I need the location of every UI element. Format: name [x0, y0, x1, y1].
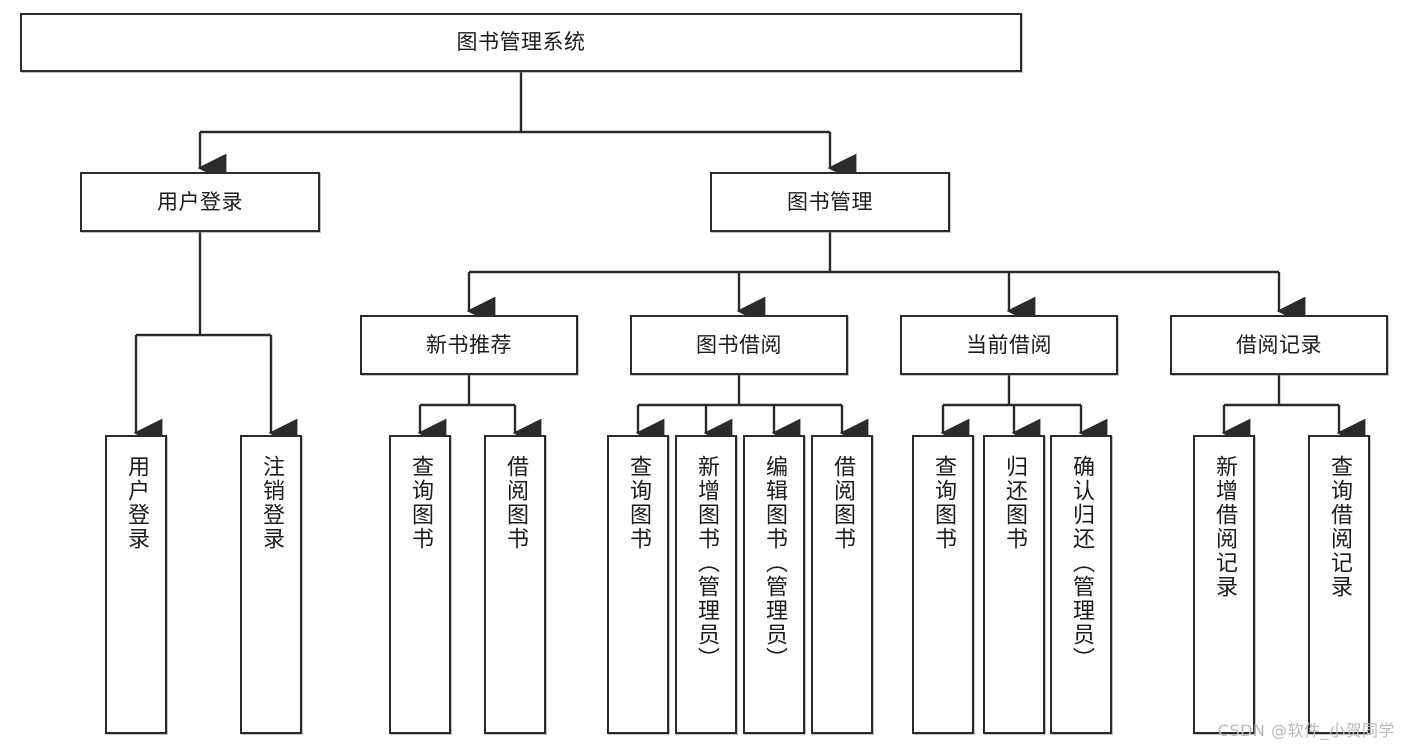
node-query-book-1-label: 查询图书: [407, 455, 433, 551]
node-newbook-label: 新书推荐: [426, 332, 512, 357]
node-confirm-return[interactable]: 确认归还（管理员）: [1050, 435, 1112, 734]
node-query-book-3[interactable]: 查询图书: [912, 435, 974, 734]
node-login-label: 用户登录: [157, 189, 243, 214]
node-borrow-book-1-label: 借阅图书: [502, 455, 528, 551]
node-add-record[interactable]: 新增借阅记录: [1193, 435, 1255, 734]
node-current[interactable]: 当前借阅: [900, 315, 1118, 375]
node-records-label: 借阅记录: [1236, 332, 1322, 357]
node-root-label: 图书管理系统: [456, 30, 586, 55]
node-borrow-book-2-label: 借阅图书: [829, 455, 855, 551]
node-add-book-label: 新增图书（管理员）: [693, 455, 719, 671]
node-query-book-2-label: 查询图书: [625, 455, 651, 551]
node-query-book-3-label: 查询图书: [930, 455, 956, 551]
node-borrow-book-1[interactable]: 借阅图书: [484, 435, 546, 734]
node-user-logout[interactable]: 注销登录: [240, 435, 302, 734]
node-query-book-2[interactable]: 查询图书: [607, 435, 669, 734]
node-user-login[interactable]: 用户登录: [105, 435, 167, 734]
node-query-record-label: 查询借阅记录: [1326, 455, 1352, 599]
node-newbook[interactable]: 新书推荐: [360, 315, 578, 375]
node-edit-book[interactable]: 编辑图书（管理员）: [743, 435, 805, 734]
node-return-book[interactable]: 归还图书: [983, 435, 1045, 734]
node-edit-book-label: 编辑图书（管理员）: [761, 455, 787, 671]
node-query-book-1[interactable]: 查询图书: [389, 435, 451, 734]
node-records[interactable]: 借阅记录: [1170, 315, 1388, 375]
node-login[interactable]: 用户登录: [80, 172, 320, 232]
node-user-logout-label: 注销登录: [258, 455, 284, 551]
node-bookmgmt[interactable]: 图书管理: [710, 172, 950, 232]
node-query-record[interactable]: 查询借阅记录: [1308, 435, 1370, 734]
node-add-record-label: 新增借阅记录: [1211, 455, 1237, 599]
node-current-label: 当前借阅: [966, 332, 1052, 357]
node-borrow-label: 图书借阅: [696, 332, 782, 357]
node-user-login-label: 用户登录: [123, 455, 149, 551]
node-add-book[interactable]: 新增图书（管理员）: [675, 435, 737, 734]
node-borrow-book-2[interactable]: 借阅图书: [811, 435, 873, 734]
node-borrow[interactable]: 图书借阅: [630, 315, 848, 375]
node-root[interactable]: 图书管理系统: [20, 13, 1022, 72]
node-return-book-label: 归还图书: [1001, 455, 1027, 551]
node-bookmgmt-label: 图书管理: [787, 189, 873, 214]
node-confirm-return-label: 确认归还（管理员）: [1068, 455, 1094, 671]
